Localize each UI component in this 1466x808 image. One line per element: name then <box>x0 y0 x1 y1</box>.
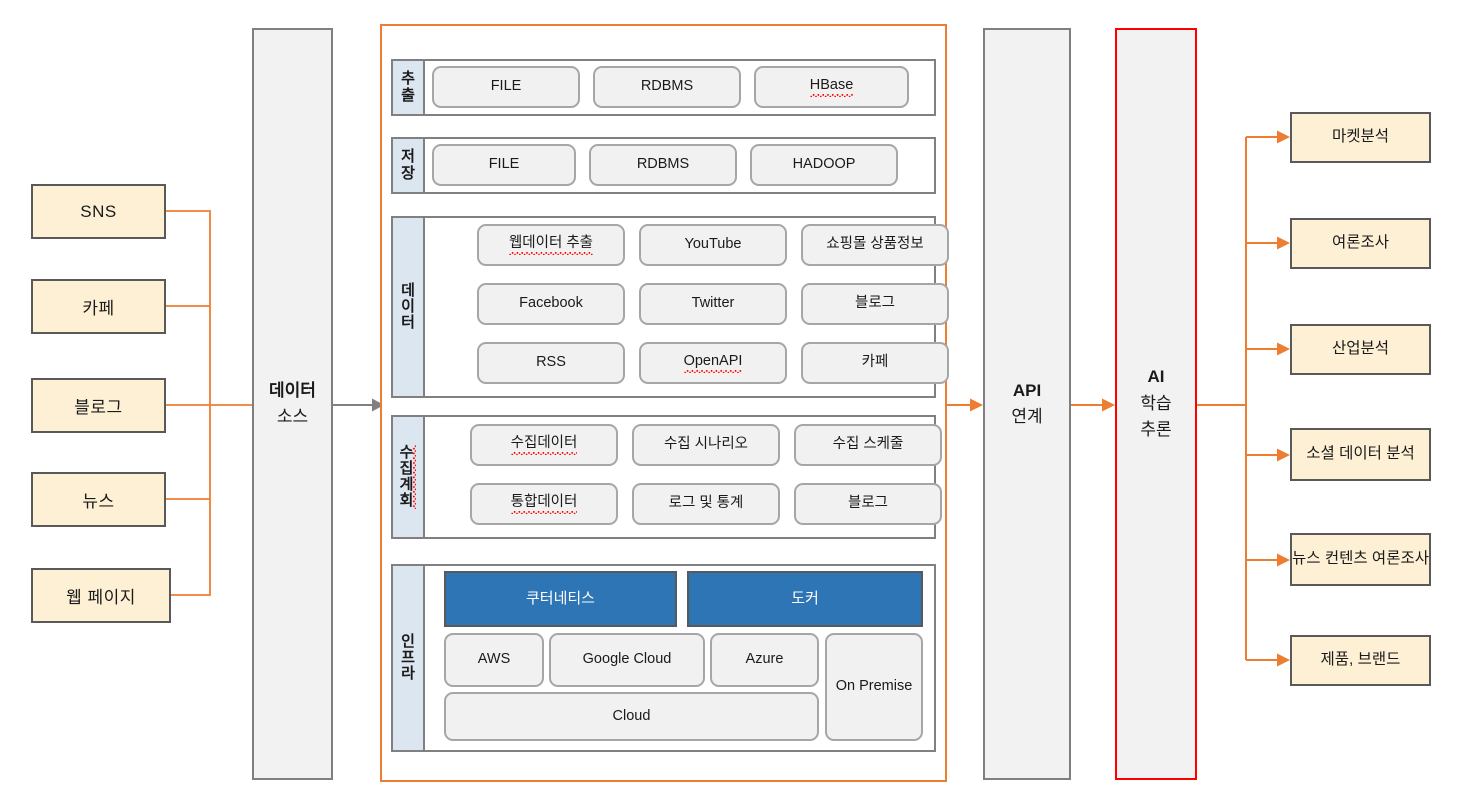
pillar-line-1: 데이터 <box>269 380 316 400</box>
source-box-blog[interactable]: 블로그 <box>31 378 166 433</box>
pillar-line-2: 소스 <box>276 407 309 426</box>
section-label-infra: 인 프 라 <box>393 566 425 750</box>
collection-platform-panel: 추 출 FILE RDBMS HBase 저 장 <box>380 24 949 782</box>
pillar-line-2: 학습 <box>1140 393 1172 413</box>
source-box-cafe[interactable]: 카페 <box>31 279 166 334</box>
pillar-data-source[interactable]: 데이터 소스 <box>252 28 333 780</box>
chip-data-facebook[interactable]: Facebook <box>477 283 625 325</box>
section-body-infra: 쿠터네티스 도커 AWS Google Cloud Azure On Premi… <box>425 566 934 750</box>
output-box-social-data-analysis[interactable]: 소셜 데이터 분석 <box>1290 428 1431 481</box>
section-label-extract: 추 출 <box>393 61 425 114</box>
chip-extract-hbase[interactable]: HBase <box>754 66 909 108</box>
section-label-data: 데 이 터 <box>393 218 425 396</box>
chip-data-rss[interactable]: RSS <box>477 342 625 384</box>
section-body-store: FILE RDBMS HADOOP <box>425 139 934 192</box>
section-extract: 추 출 FILE RDBMS HBase <box>391 59 936 116</box>
section-body-collection-plan: 수집데이터 수집 시나리오 수집 스케줄 통합데이터 로그 및 통계 블로그 <box>425 417 942 537</box>
chip-data-blog[interactable]: 블로그 <box>801 283 949 325</box>
pillar-line-2: 연계 <box>1011 407 1043 426</box>
chip-data-webdata[interactable]: 웹데이터 추출 <box>477 224 625 266</box>
source-box-webpage[interactable]: 웹 페이지 <box>31 568 171 623</box>
chip-plan-collected-data[interactable]: 수집데이터 <box>470 424 618 466</box>
chip-infra-aws[interactable]: AWS <box>444 633 544 687</box>
chip-infra-google-cloud[interactable]: Google Cloud <box>549 633 705 687</box>
source-label: 카페 <box>82 299 115 318</box>
chip-data-shoppingmall[interactable]: 쇼핑몰 상품정보 <box>801 224 949 266</box>
output-label: 산업분석 <box>1331 340 1390 358</box>
output-label: 소셜 데이터 분석 <box>1306 445 1415 463</box>
chip-store-rdbms[interactable]: RDBMS <box>589 144 737 186</box>
pillar-api-integration[interactable]: API 연계 <box>983 28 1071 780</box>
chip-data-twitter[interactable]: Twitter <box>639 283 787 325</box>
source-label: 웹 페이지 <box>66 588 136 607</box>
output-box-public-opinion-survey[interactable]: 여론조사 <box>1290 218 1431 269</box>
source-box-sns[interactable]: SNS <box>31 184 166 239</box>
chip-extract-file[interactable]: FILE <box>432 66 580 108</box>
chip-infra-cloud[interactable]: Cloud <box>444 692 819 741</box>
chip-data-openapi[interactable]: OpenAPI <box>639 342 787 384</box>
chip-plan-scenario[interactable]: 수집 시나리오 <box>632 424 780 466</box>
chip-infra-azure[interactable]: Azure <box>710 633 819 687</box>
section-infra: 인 프 라 쿠터네티스 도커 AWS Google Cloud <box>391 564 936 752</box>
chip-plan-log-stats[interactable]: 로그 및 통계 <box>632 483 780 525</box>
source-label: 뉴스 <box>82 492 115 511</box>
section-label-store: 저 장 <box>393 139 425 192</box>
source-label: SNS <box>80 201 117 221</box>
output-box-product-brand[interactable]: 제품, 브랜드 <box>1290 635 1431 686</box>
section-body-extract: FILE RDBMS HBase <box>425 61 934 114</box>
pillar-line-3: 추론 <box>1140 420 1172 440</box>
chip-infra-kubernetes[interactable]: 쿠터네티스 <box>444 571 677 627</box>
section-body-data: 웹데이터 추출 YouTube 쇼핑몰 상품정보 Facebook Twitte… <box>425 218 949 396</box>
section-data: 데 이 터 웹데이터 추출 YouTube 쇼핑몰 상품정보 Facebook <box>391 216 949 398</box>
chip-plan-integrated-data[interactable]: 통합데이터 <box>470 483 618 525</box>
output-label: 제품, 브랜드 <box>1320 651 1401 669</box>
chip-data-cafe[interactable]: 카페 <box>801 342 949 384</box>
output-label: 뉴스 컨텐츠 여론조사 <box>1292 550 1429 568</box>
output-label: 마켓분석 <box>1331 128 1390 146</box>
chip-infra-docker[interactable]: 도커 <box>687 571 923 627</box>
output-box-market-analysis[interactable]: 마켓분석 <box>1290 112 1431 163</box>
chip-data-youtube[interactable]: YouTube <box>639 224 787 266</box>
chip-store-file[interactable]: FILE <box>432 144 576 186</box>
source-label: 블로그 <box>74 398 123 417</box>
chip-plan-blog[interactable]: 블로그 <box>794 483 942 525</box>
pillar-line-1: AI <box>1147 367 1165 387</box>
pillar-ai-training-inference[interactable]: AI 학습 추론 <box>1115 28 1197 780</box>
source-box-news[interactable]: 뉴스 <box>31 472 166 527</box>
output-box-news-content-survey[interactable]: 뉴스 컨텐츠 여론조사 <box>1290 533 1431 586</box>
section-store: 저 장 FILE RDBMS HADOOP <box>391 137 936 194</box>
chip-extract-rdbms[interactable]: RDBMS <box>593 66 741 108</box>
section-label-collection-plan: 수 집 계 회 <box>393 417 425 537</box>
section-collection-plan: 수 집 계 회 수집데이터 수집 시나리오 수집 스케줄 통합데이터 <box>391 415 942 539</box>
output-box-industry-analysis[interactable]: 산업분석 <box>1290 324 1431 375</box>
chip-store-hadoop[interactable]: HADOOP <box>750 144 898 186</box>
output-label: 여론조사 <box>1331 234 1390 252</box>
chip-plan-schedule[interactable]: 수집 스케줄 <box>794 424 942 466</box>
chip-infra-on-premise[interactable]: On Premise <box>825 633 923 741</box>
pillar-line-1: API <box>1012 380 1042 400</box>
